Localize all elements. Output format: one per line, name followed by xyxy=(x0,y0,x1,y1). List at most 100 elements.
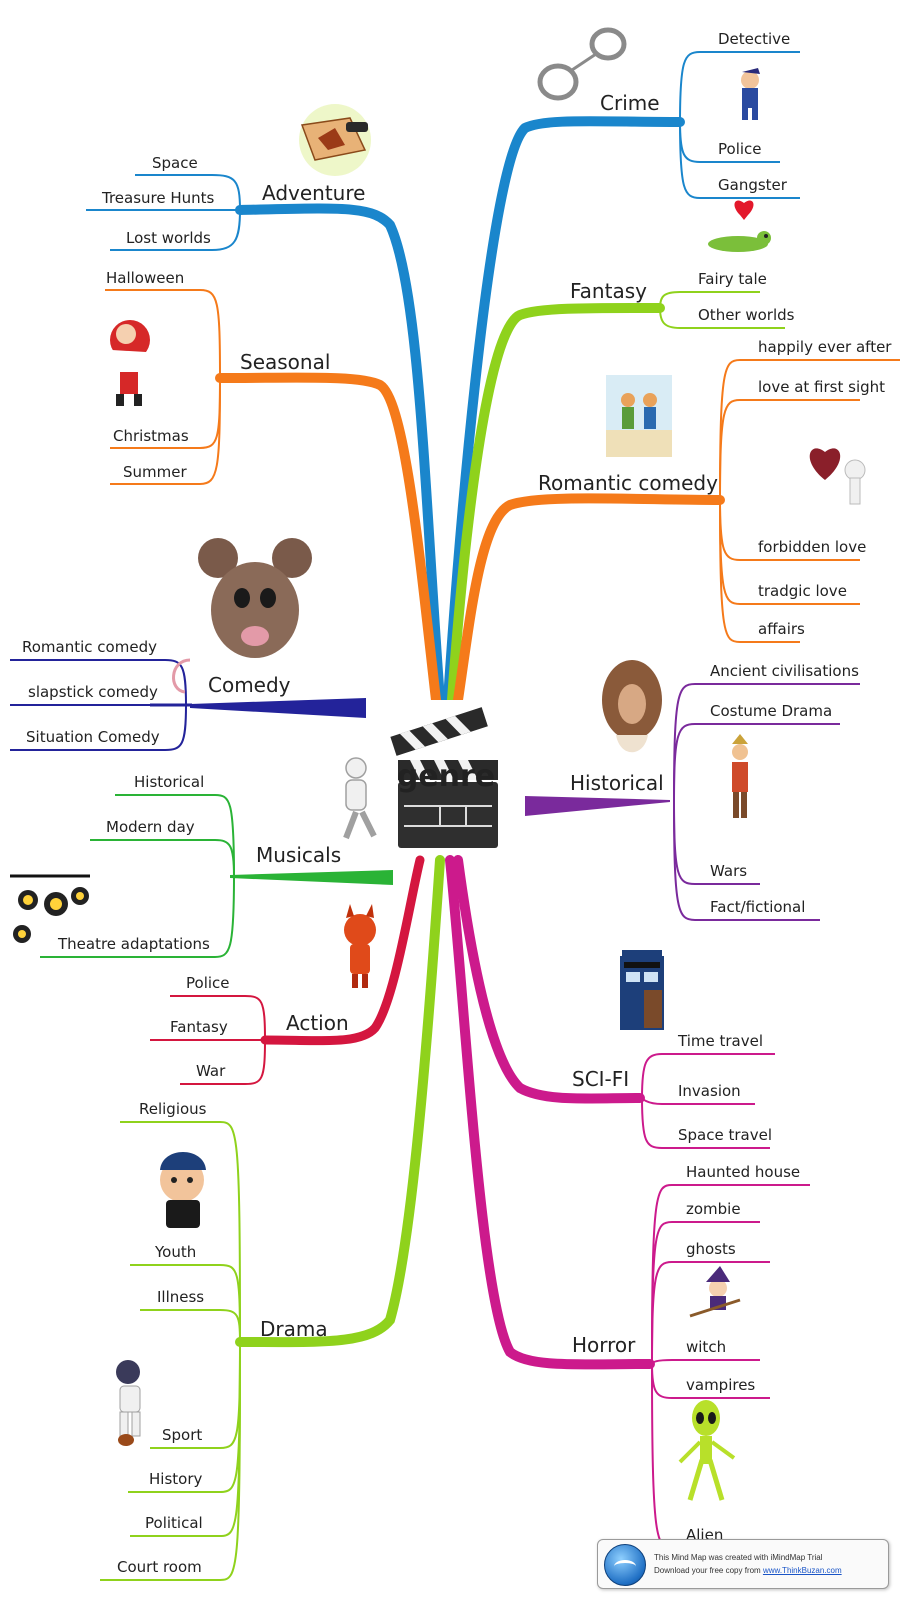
action-subbranches xyxy=(150,995,266,1085)
comedy-label: Comedy xyxy=(208,673,291,697)
romantic-comedy-item: tradgic love xyxy=(758,582,847,600)
crime-item: Gangster xyxy=(718,176,788,194)
fantasy-item: Other worlds xyxy=(698,306,795,324)
scifi-label: SCI-FI xyxy=(572,1067,629,1091)
comedy-branch-line xyxy=(190,698,366,718)
action-item: Fantasy xyxy=(170,1018,228,1036)
crime-label: Crime xyxy=(600,91,660,115)
comedy-item: Situation Comedy xyxy=(26,728,160,746)
historical-branch-line xyxy=(525,796,670,816)
adventure-label: Adventure xyxy=(262,181,365,205)
comedy-item: slapstick comedy xyxy=(28,683,158,701)
fantasy-item: Fairy tale xyxy=(698,270,767,288)
trial-notice-prefix: Download your free copy from xyxy=(654,1566,763,1575)
action-label: Action xyxy=(286,1011,349,1035)
adventure-item: Space xyxy=(152,154,198,172)
historical-label: Historical xyxy=(570,771,664,795)
adventure-subbranches xyxy=(86,174,241,251)
boy-icon xyxy=(160,1152,206,1228)
scifi-subbranches xyxy=(641,1053,775,1149)
romantic-comedy-item: forbidden love xyxy=(758,538,866,556)
soldier-icon xyxy=(732,734,748,818)
seasonal-label: Seasonal xyxy=(240,350,330,374)
scifi-item: Invasion xyxy=(678,1082,741,1100)
drama-subbranches xyxy=(100,1121,241,1581)
historical-item: Ancient civilisations xyxy=(710,662,859,680)
witch-icon xyxy=(689,1266,741,1318)
musicals-item: Theatre adaptations xyxy=(57,935,210,953)
horror-item: ghosts xyxy=(686,1240,736,1258)
portrait-icon xyxy=(602,660,662,753)
historical-item: Wars xyxy=(710,862,747,880)
trial-notice-line1: This Mind Map was created with iMindMap … xyxy=(654,1553,823,1562)
adventure-item: Lost worlds xyxy=(126,229,211,247)
thinkbuzan-link[interactable]: www.ThinkBuzan.com xyxy=(762,1566,842,1575)
scifi-branch-line xyxy=(453,855,645,1104)
horror-label: Horror xyxy=(572,1333,636,1357)
seasonal-item: Summer xyxy=(123,463,187,481)
historical-item: Costume Drama xyxy=(710,702,832,720)
footballer-icon xyxy=(116,1360,141,1446)
drama-item: Youth xyxy=(154,1243,196,1261)
dancer-icon xyxy=(343,757,377,840)
romantic-comedy-item: happily ever after xyxy=(758,338,892,356)
musicals-item: Modern day xyxy=(106,818,195,836)
trial-notice-line2: Download your free copy from www.ThinkBu… xyxy=(654,1564,842,1577)
drama-branch-line xyxy=(235,855,445,1348)
seasonal-item: Halloween xyxy=(106,269,184,287)
fantasy-label: Fantasy xyxy=(570,279,647,303)
trial-notice-text: This Mind Map was created with iMindMap … xyxy=(654,1551,842,1577)
seasonal-branch-line xyxy=(215,372,441,705)
comedy-subbranches xyxy=(10,659,187,751)
drama-item: Sport xyxy=(162,1426,202,1444)
crime-item: Police xyxy=(718,140,762,158)
adventure-item: Treasure Hunts xyxy=(101,189,215,207)
musicals-subbranches xyxy=(40,794,235,958)
drama-item: Court room xyxy=(117,1558,202,1576)
couple-icon xyxy=(606,375,672,457)
action-item: War xyxy=(196,1062,226,1080)
devil-icon xyxy=(344,904,376,988)
detective-icon xyxy=(741,68,760,120)
horror-item: witch xyxy=(686,1338,726,1356)
horror-item: zombie xyxy=(686,1200,741,1218)
imindmap-logo-icon xyxy=(604,1544,646,1586)
historical-item: Fact/fictional xyxy=(710,898,805,916)
treasure-map-icon xyxy=(299,104,371,176)
horror-item: Haunted house xyxy=(686,1163,800,1181)
action-branch-line xyxy=(260,855,425,1046)
crime-item: Detective xyxy=(718,30,790,48)
frog-prince-icon xyxy=(708,200,771,252)
horror-subbranches xyxy=(651,1184,810,1549)
crime-subbranches xyxy=(679,51,800,199)
drama-label: Drama xyxy=(260,1317,328,1341)
santa-icon xyxy=(110,320,150,406)
clapperboard-icon xyxy=(390,700,514,855)
scifi-item: Space travel xyxy=(678,1126,772,1144)
musicals-branch-line xyxy=(230,870,393,885)
police-box-icon xyxy=(620,950,664,1030)
adventure-branch-line xyxy=(235,203,445,705)
horror-item: vampires xyxy=(686,1376,755,1394)
fantasy-branch-line xyxy=(447,302,665,705)
stage-lights-icon xyxy=(10,874,90,943)
fantasy-subbranches xyxy=(659,291,785,329)
scifi-item: Time travel xyxy=(677,1032,763,1050)
seasonal-subbranches xyxy=(105,289,221,485)
musicals-item: Historical xyxy=(134,773,204,791)
drama-item: Political xyxy=(145,1514,203,1532)
crime-branch-line xyxy=(443,116,685,705)
trial-notice: This Mind Map was created with iMindMap … xyxy=(597,1539,889,1589)
romantic-comedy-label: Romantic comedy xyxy=(538,471,718,495)
action-item: Police xyxy=(186,974,230,992)
romantic-comedy-item: love at first sight xyxy=(758,378,885,396)
mouse-icon xyxy=(172,538,312,694)
central-topic: genre xyxy=(397,759,495,794)
seasonal-item: Christmas xyxy=(113,427,189,445)
handcuffs-icon xyxy=(537,27,627,101)
romantic-comedy-subbranches xyxy=(719,359,900,643)
alien-icon xyxy=(678,1400,736,1501)
horror-branch-line xyxy=(445,855,655,1370)
romantic-comedy-branch-line xyxy=(453,493,725,705)
